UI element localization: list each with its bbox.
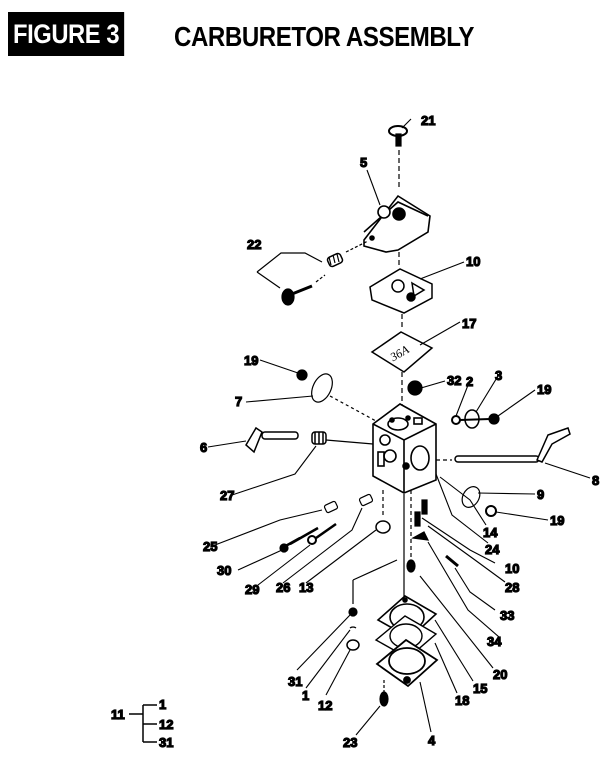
leader-lines — [207, 118, 591, 736]
callout-21: 21 — [421, 113, 435, 128]
callout-12: 12 — [318, 698, 332, 713]
callout-30: 30 — [217, 563, 231, 578]
callout-10-lower: 10 — [505, 561, 519, 576]
kit-legend: 11 1 12 31 — [110, 696, 174, 750]
part-ball-31 — [348, 607, 358, 617]
part-needle-29 — [307, 535, 317, 545]
part-screw-spring-22 — [281, 240, 369, 306]
callout-32: 32 — [447, 373, 461, 388]
leader-22 — [256, 252, 323, 289]
part-throttle-plate-7 — [311, 373, 333, 403]
callout-14: 14 — [483, 525, 498, 540]
callout-18: 18 — [455, 693, 469, 708]
callout-13: 13 — [299, 580, 313, 595]
callout-27: 27 — [220, 488, 234, 503]
callout-34: 34 — [487, 634, 502, 649]
part-diaphragm-17: 36A — [370, 331, 434, 373]
callout-20: 20 — [493, 667, 507, 682]
callout-33: 33 — [500, 608, 514, 623]
callout-9: 9 — [537, 487, 544, 502]
part-cover-4 — [375, 638, 439, 688]
callout-31: 31 — [288, 674, 302, 689]
callout-4: 4 — [428, 733, 436, 748]
part-screw-19-left — [296, 369, 308, 381]
figure-title: CARBURETOR ASSEMBLY — [174, 21, 475, 52]
part-plug-13 — [375, 520, 391, 534]
kit-parent-label: 11 — [111, 707, 125, 722]
callout-10-top: 10 — [466, 254, 480, 269]
part-washer-2 — [451, 415, 461, 425]
part-pin-24 — [421, 499, 428, 515]
callout-6: 6 — [200, 440, 207, 455]
callout-22: 22 — [247, 237, 261, 252]
callout-29: 29 — [245, 582, 259, 597]
part-screw-19-right — [488, 413, 500, 425]
part-throttle-shaft-8 — [454, 427, 571, 463]
callout-24: 24 — [485, 542, 500, 557]
callout-5: 5 — [360, 155, 367, 170]
part-choke-shaft-6 — [245, 426, 327, 454]
part-screw-23 — [379, 691, 389, 707]
callout-17: 17 — [462, 316, 476, 331]
callout-7: 7 — [235, 394, 242, 409]
callout-15: 15 — [473, 681, 487, 696]
callout-23: 23 — [343, 735, 357, 750]
callout-8: 8 — [592, 473, 599, 488]
part-screw-20 — [406, 559, 416, 573]
part-spring-26 — [358, 493, 374, 507]
callout-19-lower: 19 — [550, 513, 564, 528]
part-plug-12 — [346, 639, 360, 651]
figure-number-badge: FIGURE 3 — [8, 12, 125, 56]
part-lever-34 — [411, 531, 430, 541]
callout-19-left: 19 — [244, 353, 258, 368]
part-spring-10 — [414, 511, 421, 527]
callout-1: 1 — [302, 688, 309, 703]
callout-2: 2 — [466, 374, 473, 389]
part-screw-19-lower — [485, 505, 497, 517]
callout-26: 26 — [276, 580, 290, 595]
callout-25: 25 — [203, 539, 217, 554]
part-gasket-10-top — [369, 268, 433, 314]
callout-28: 28 — [505, 580, 519, 595]
part-carburetor-body — [372, 403, 437, 494]
kit-child-label: 12 — [159, 717, 173, 732]
part-spring-1 — [349, 626, 357, 629]
kit-child-label: 1 — [159, 697, 166, 712]
callout-19-right: 19 — [537, 382, 551, 397]
part-screw-21 — [388, 125, 408, 147]
part-ball-32 — [407, 380, 423, 396]
part-pin-33 — [445, 554, 459, 568]
kit-child-label: 31 — [159, 735, 173, 750]
part-cover-5 — [363, 194, 431, 253]
part-plate-9 — [461, 486, 481, 508]
part-spring-25 — [323, 500, 339, 514]
callout-3: 3 — [495, 368, 502, 383]
